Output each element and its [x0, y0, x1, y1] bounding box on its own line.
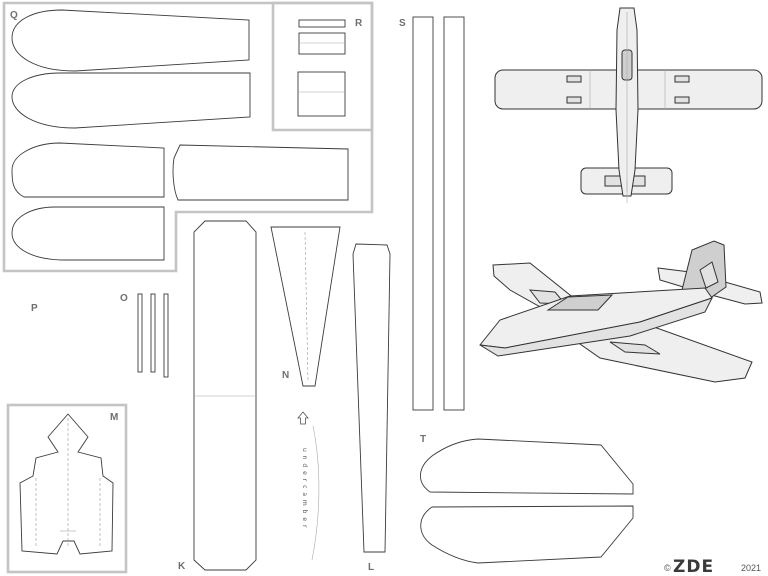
top-view-aileron-right-2	[674, 96, 690, 104]
part-o-stick-2	[150, 293, 156, 373]
part-t-group: T	[420, 434, 634, 564]
part-r-label: R	[355, 18, 363, 29]
copyright-year: 2021	[741, 563, 761, 573]
part-l-spar	[352, 243, 391, 553]
top-view-aileron-left-2	[566, 96, 582, 104]
wing-piece-q1	[11, 9, 250, 72]
part-t-label: T	[420, 434, 426, 445]
airplane-perspective-view	[479, 240, 763, 383]
part-q-label: Q	[10, 10, 18, 21]
copyright-symbol: ©	[664, 563, 671, 573]
part-o-stick-1	[137, 293, 143, 373]
top-view-aileron-right-1	[674, 75, 690, 83]
part-n-fin	[270, 226, 341, 387]
undercamber-note: u n d e r c a m b e r	[297, 411, 320, 561]
tail-piece-t1	[420, 438, 634, 495]
part-s-strip-right	[443, 16, 465, 411]
part-s-strip-left	[412, 16, 434, 411]
part-q-group: Q	[2, 1, 374, 273]
part-r-block-lower	[297, 71, 346, 117]
part-r-group: R	[297, 18, 363, 117]
wing-piece-q2	[11, 72, 251, 129]
part-o-stick-3	[163, 293, 169, 378]
part-r-strip	[298, 19, 346, 28]
part-m-former	[19, 413, 114, 555]
perspective-cockpit	[546, 294, 614, 311]
zde-logo: ZDE	[673, 557, 714, 576]
part-k-group: K	[178, 220, 257, 572]
part-n-centerline	[304, 231, 309, 383]
part-o-group: O	[120, 293, 169, 378]
part-l-group: L	[352, 243, 391, 573]
part-l-label: L	[368, 562, 374, 573]
perspective-fuselage-side	[479, 297, 713, 357]
part-o-label: O	[120, 293, 128, 304]
wing-piece-q3	[11, 142, 165, 198]
footer: © ZDE 2021	[664, 557, 761, 576]
perspective-fin-detail	[699, 261, 719, 289]
part-s-group: S	[399, 16, 465, 411]
undercamber-curve	[311, 425, 320, 561]
wing-piece-q4	[172, 144, 349, 201]
part-p-label: P	[31, 303, 38, 314]
part-m-frame	[6, 403, 128, 574]
undercamber-text: u n d e r c a m b e r	[301, 448, 308, 528]
up-arrow-icon	[297, 411, 309, 425]
part-n-group: N	[270, 226, 341, 387]
part-r-frame	[271, 1, 374, 132]
wing-piece-q5	[11, 206, 165, 261]
part-m-group: M	[6, 403, 128, 574]
tail-piece-t2	[420, 505, 634, 564]
part-r-block-upper	[298, 32, 346, 55]
airplane-top-view	[494, 7, 763, 203]
part-m-label: M	[110, 412, 118, 423]
top-view-aileron-left-1	[566, 75, 582, 83]
part-n-label: N	[282, 370, 289, 381]
part-s-label: S	[399, 18, 406, 29]
part-k-plank	[193, 220, 257, 571]
perspective-right-wing-detail	[609, 341, 661, 355]
part-k-label: K	[178, 561, 186, 572]
